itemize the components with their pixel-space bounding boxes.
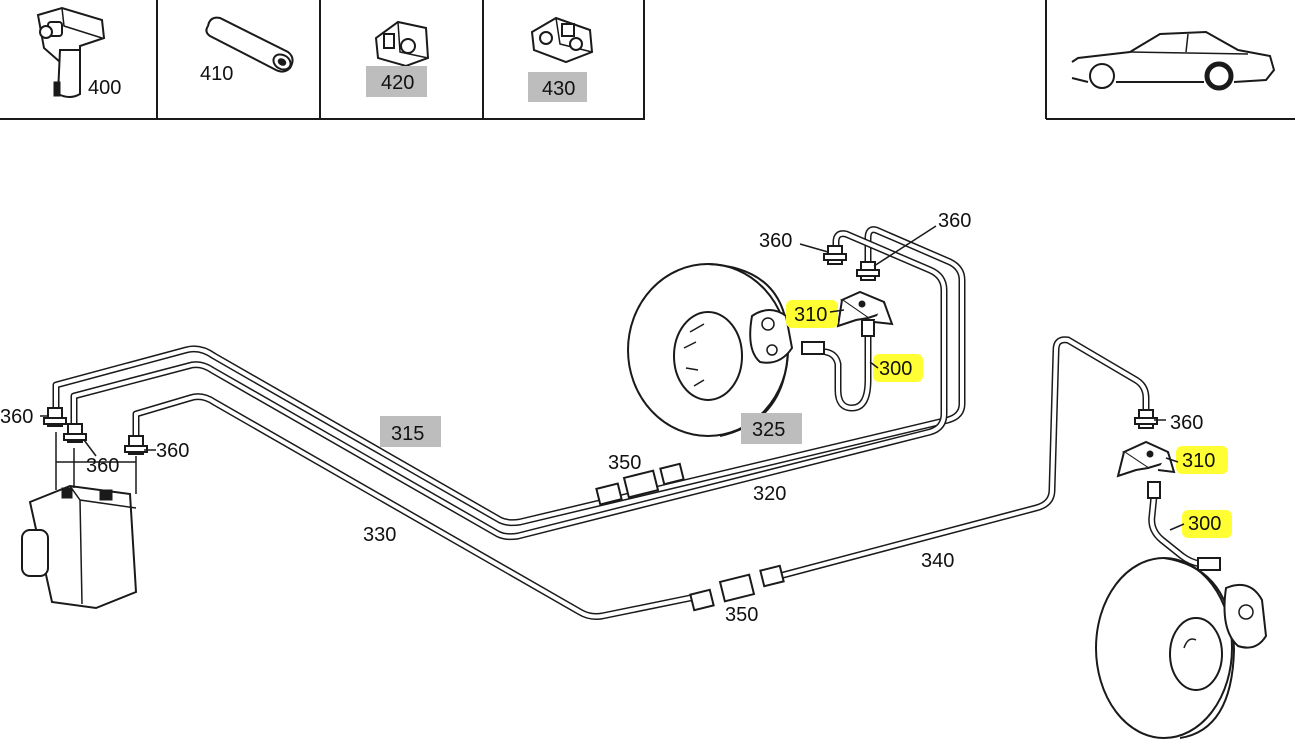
hose-fitting-icon xyxy=(861,319,875,337)
callout-360: 360 xyxy=(759,230,792,252)
bracket-310-rear-icon[interactable] xyxy=(1116,440,1176,478)
highlight-310-front xyxy=(786,300,838,328)
hose-fitting-icon xyxy=(1147,481,1161,499)
part-410-label: 410 xyxy=(200,63,233,85)
caliper-fitting-icon xyxy=(1197,557,1221,571)
callout-330: 330 xyxy=(363,524,396,546)
part-420-label: 420 xyxy=(381,72,414,94)
part-430-gray-box xyxy=(528,72,587,102)
part-430-label: 430 xyxy=(542,78,575,100)
callout-315: 315 xyxy=(391,423,424,445)
bracket-310-front-icon[interactable] xyxy=(836,290,894,328)
connector-350-icon[interactable] xyxy=(689,564,785,612)
fitting-360-icon[interactable] xyxy=(124,435,148,455)
front-brake-disc-icon xyxy=(627,263,794,437)
rear-brake-disc-icon xyxy=(1095,557,1268,739)
callout-360: 360 xyxy=(938,210,971,232)
part-400-sensor-icon[interactable] xyxy=(36,6,106,98)
part-400-label: 400 xyxy=(88,77,121,99)
part-430-holder-icon[interactable] xyxy=(530,16,594,64)
part-420-gray-box xyxy=(366,66,427,97)
part-420-clip-icon[interactable] xyxy=(374,20,430,68)
callout-300-rear: 300 xyxy=(1188,513,1221,535)
callout-350: 350 xyxy=(608,452,641,474)
connectors xyxy=(595,462,785,612)
leader-lines xyxy=(40,225,1185,531)
fitting-360-icon[interactable] xyxy=(1134,409,1158,429)
fitting-360-icon[interactable] xyxy=(856,261,880,281)
part-410-sleeve-icon[interactable] xyxy=(205,16,294,73)
car-icon xyxy=(1071,30,1276,91)
callout-300-front: 300 xyxy=(879,358,912,380)
callout-350: 350 xyxy=(725,604,758,626)
fittings xyxy=(43,245,1221,571)
brake-pipes xyxy=(52,226,1204,620)
callout-360: 360 xyxy=(1170,412,1203,434)
callout-360: 360 xyxy=(156,440,189,462)
callout-325-gray-box xyxy=(741,413,802,444)
vehicle-locator-panel xyxy=(1045,0,1295,120)
fitting-360-icon[interactable] xyxy=(823,245,847,265)
highlight-300-front xyxy=(873,354,923,382)
callout-340: 340 xyxy=(921,550,954,572)
callout-310-rear: 310 xyxy=(1182,450,1215,472)
callout-360: 360 xyxy=(86,455,119,477)
highlight-300-rear xyxy=(1182,510,1232,538)
parts-strip: 400 410 420 430 xyxy=(0,0,645,120)
callout-315-gray-box xyxy=(380,416,441,447)
callout-310-front: 310 xyxy=(794,304,827,326)
callout-360: 360 xyxy=(0,406,33,428)
callout-325: 325 xyxy=(752,419,785,441)
hydraulic-unit-icon xyxy=(21,432,138,610)
highlight-310-rear xyxy=(1176,446,1228,474)
fitting-360-icon[interactable] xyxy=(63,423,87,443)
connector-350-icon[interactable] xyxy=(595,462,685,506)
fitting-360-icon[interactable] xyxy=(43,407,67,427)
caliper-fitting-icon xyxy=(801,341,825,355)
callout-320: 320 xyxy=(753,483,786,505)
